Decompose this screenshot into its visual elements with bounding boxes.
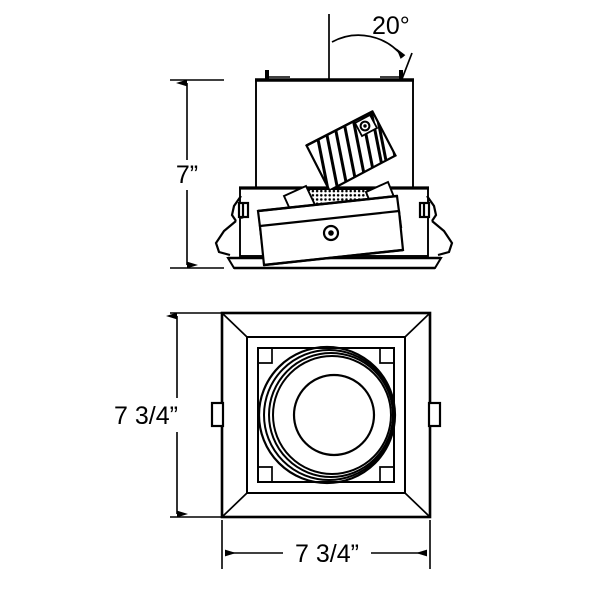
dimension-label-plan-height: 7 3/4”: [114, 402, 178, 430]
bottom-plan-view: 7 3/4” 7 3/4”: [114, 311, 442, 569]
tilted-trim-assembly: [256, 194, 405, 267]
aperture-ring-3: [268, 352, 394, 478]
angle-arc: [331, 34, 406, 59]
mounting-clip-right: [418, 195, 454, 257]
mounting-clip-left: [214, 195, 250, 257]
dimension-label-plan-width: 7 3/4”: [295, 540, 359, 568]
angle-label-20deg: 20°: [372, 12, 410, 40]
trim-bar-top-edge: [257, 194, 398, 213]
ceiling-flange: [226, 257, 443, 269]
trim-bar-bottom-edge: [263, 248, 404, 267]
aperture-ring-4: [272, 355, 392, 475]
trim-tab-left: [210, 401, 225, 428]
heatsink-top-edge: [305, 110, 374, 147]
housing-tab-right: [399, 70, 403, 80]
trim-pivot-screw-center: [328, 230, 334, 236]
aperture-inner-circle: [292, 373, 376, 457]
aperture-corner-gussets: [258, 348, 394, 482]
trim-side-tabs: [210, 401, 442, 428]
housing-tab-left: [265, 70, 269, 80]
side-section-view: 20°: [170, 12, 454, 270]
trim-miter-lines: [221, 312, 431, 518]
dimension-label-height: 7”: [176, 161, 198, 189]
trim-tab-right: [427, 401, 442, 428]
aperture-rings: [257, 345, 397, 485]
dimension-height-7in: 7”: [170, 79, 224, 269]
dimension-plan-height: 7 3/4”: [114, 312, 226, 518]
dimension-plan-width: 7 3/4”: [221, 520, 431, 569]
heatsink-screw-center: [363, 124, 367, 128]
